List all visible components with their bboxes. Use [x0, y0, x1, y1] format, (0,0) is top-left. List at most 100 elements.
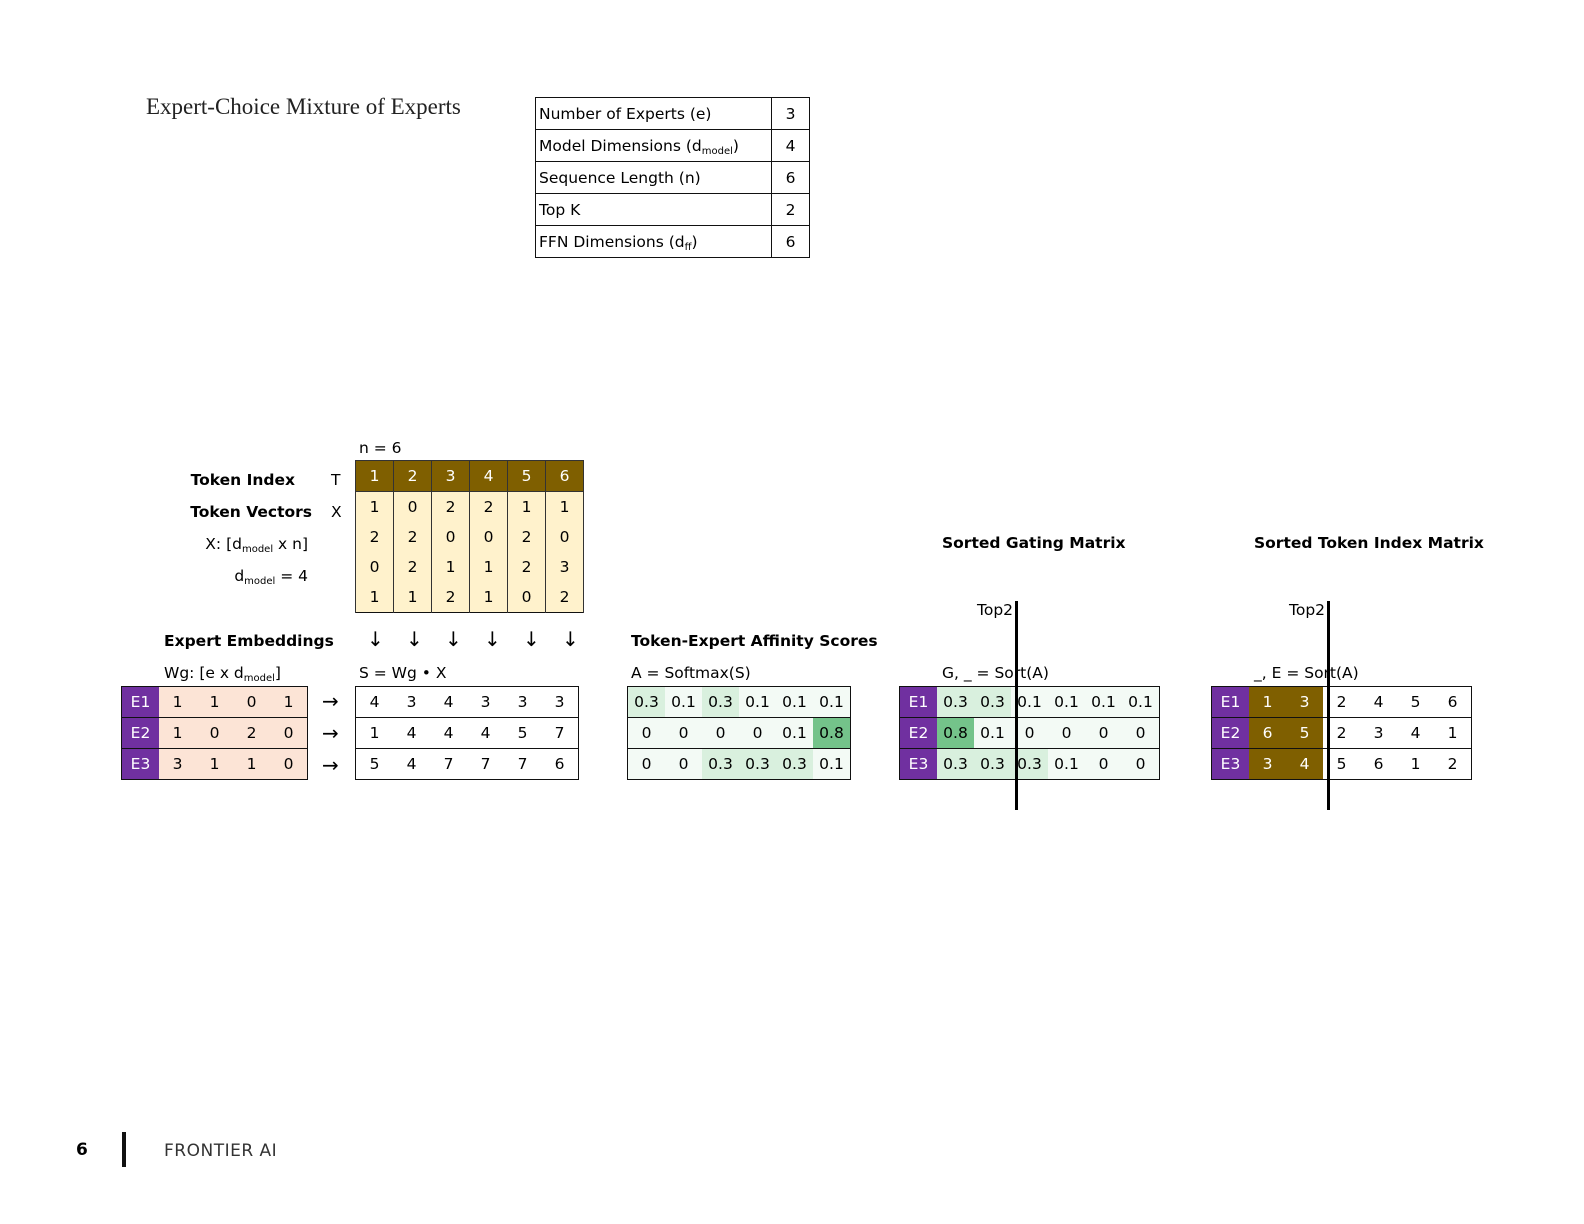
expert-embeddings-label: Expert Embeddings	[164, 632, 334, 650]
expert-label-cell: E3	[121, 748, 159, 780]
g-formula: G, _ = Sort(A)	[942, 664, 1049, 682]
expert-label-cell: E1	[899, 686, 937, 718]
param-value: 6	[771, 161, 810, 194]
selected-token-cell: 6	[1249, 717, 1286, 749]
token-vector-cell: 1	[469, 582, 508, 613]
selected-token-cell: 4	[1286, 748, 1323, 780]
token-index-cell: 5	[1410, 693, 1421, 711]
a-cell: 0	[665, 748, 702, 780]
s-cell: 4	[393, 717, 430, 749]
a-cell: 0.3	[627, 686, 665, 718]
down-arrow-icon: ↓	[523, 627, 540, 651]
sorted-index-title: Sorted Token Index Matrix	[1254, 534, 1484, 552]
token-vectors-label: Token Vectors	[190, 503, 312, 521]
token-vector-cell: 2	[431, 582, 470, 613]
s-cell: 4	[430, 717, 467, 749]
token-vector-cell: 1	[355, 582, 394, 613]
down-arrow-icon: ↓	[367, 627, 384, 651]
wg-shape-label: Wg: [e x dmodel]	[164, 664, 281, 684]
top2-gating-label: Top2	[977, 601, 1014, 619]
affinity-title: Token-Expert Affinity Scores	[631, 632, 878, 650]
n-label: n = 6	[359, 439, 402, 457]
a-formula: A = Softmax(S)	[631, 664, 751, 682]
token-index-cell: 1	[355, 460, 394, 492]
a-cell: 0.1	[813, 748, 851, 780]
dmodel-label: dmodel = 4	[234, 567, 308, 587]
s-cell: 3	[517, 693, 528, 711]
top2-index-label: Top2	[1289, 601, 1326, 619]
g-cell: 0	[1048, 717, 1085, 749]
g-cell: 0.1	[1122, 686, 1160, 718]
token-vector-cell: 0	[355, 552, 394, 582]
token-index-cell: 6	[545, 460, 584, 492]
param-value: 3	[771, 97, 810, 130]
param-value: 2	[771, 193, 810, 226]
sorted-gating-title: Sorted Gating Matrix	[942, 534, 1126, 552]
wg-cell: 0	[270, 748, 308, 780]
down-arrow-icon: ↓	[406, 627, 423, 651]
expert-label-cell: E2	[121, 717, 159, 749]
wg-cell: 3	[159, 748, 196, 780]
token-index-cell: 1	[1434, 717, 1472, 749]
token-vector-cell: 2	[393, 552, 432, 582]
s-cell: 4	[369, 693, 380, 711]
x-shape-label: X: [dmodel x n]	[205, 535, 308, 555]
selected-token-cell: 3	[1286, 686, 1323, 718]
g-cell: 0.1	[974, 717, 1011, 749]
token-vector-cell: 1	[431, 552, 470, 582]
token-vector-cell: 2	[545, 582, 584, 613]
token-vector-cell: 2	[431, 491, 470, 522]
right-arrow-icon: →	[322, 689, 339, 713]
token-vector-cell: 0	[469, 522, 508, 552]
token-index-cell: 5	[507, 460, 546, 492]
param-row: Sequence Length (n)6	[535, 161, 810, 194]
token-index-cell: 6	[1447, 693, 1458, 711]
selected-token-cell: 5	[1286, 717, 1323, 749]
a-cell: 0	[627, 748, 665, 780]
token-vector-cell: 2	[507, 552, 546, 582]
down-arrow-icon: ↓	[484, 627, 501, 651]
a-cell: 0.3	[702, 748, 739, 780]
expert-label-cell: E1	[1211, 686, 1249, 718]
g-cell: 0.3	[937, 748, 974, 780]
g-cell: 0	[1122, 748, 1160, 780]
g-cell: 0	[1085, 717, 1122, 749]
g-cell: 0.8	[937, 717, 974, 749]
wg-cell: 1	[159, 686, 196, 718]
token-vector-cell: 0	[545, 522, 584, 552]
token-index-cell: 2	[393, 460, 432, 492]
wg-cell: 1	[233, 748, 270, 780]
s-cell: 5	[355, 748, 393, 780]
s-cell: 3	[480, 693, 491, 711]
s-cell: 3	[554, 693, 565, 711]
a-cell: 0.3	[739, 748, 776, 780]
selected-token-cell: 3	[1249, 748, 1286, 780]
s-cell: 7	[430, 748, 467, 780]
right-arrow-icon: →	[322, 721, 339, 745]
token-vector-cell: 2	[355, 522, 394, 552]
x-label: X	[331, 503, 342, 521]
s-cell: 5	[504, 717, 541, 749]
token-vector-cell: 1	[507, 491, 546, 522]
token-vector-cell: 0	[431, 522, 470, 552]
token-vector-cell: 2	[393, 522, 432, 552]
a-cell: 0.1	[739, 686, 776, 718]
g-cell: 0.3	[974, 686, 1011, 718]
